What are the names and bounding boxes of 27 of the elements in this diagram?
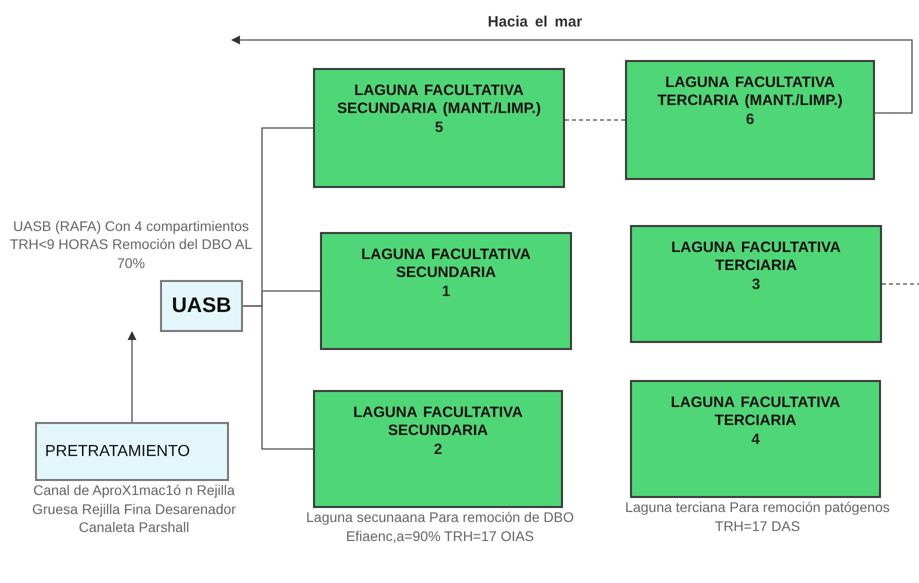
description-note: Laguna terciana Para remoción patógenos TRH=17 DAS [624, 498, 891, 535]
node-title: LAGUNA FACULTATIVA SECUNDARIA [352, 404, 524, 440]
lagoon-number: 5 [434, 118, 444, 138]
lagoon-box [625, 60, 875, 180]
description-note: UASB (RAFA) Con 4 compartimientos TRH<9 HORAS Remoción del DBO AL 70% [8, 216, 254, 272]
connector-line [127, 331, 137, 422]
node-title: UASB [172, 295, 232, 317]
lagoon-number: 1 [442, 282, 450, 302]
node-title: LAGUNA FACULTATIVA TERCIARIA (MANT./LIMP.) [656, 74, 844, 110]
lagoon-number: 4 [751, 430, 760, 450]
connector-line [231, 35, 913, 114]
node-title: LAGUNA FACULTATIVA SECUNDARIA (MANT./LIMP.) [336, 82, 542, 118]
lagoon-number: 6 [746, 110, 754, 130]
connector-line [882, 283, 919, 285]
lagoon-box [630, 225, 882, 343]
lagoon-number: 3 [752, 275, 760, 295]
connector-line [565, 119, 625, 121]
node-title: LAGUNA FACULTATIVA TERCIARIA [670, 394, 842, 430]
connector-line [243, 305, 313, 450]
lagoon-box [320, 232, 572, 350]
node-title: LAGUNA FACULTATIVA SECUNDARIA [360, 246, 532, 282]
description-note: Canal de AproX1mac1ó n Rejilla Gruesa Rejilla Fina Desarenador Canaleta Parshall [31, 481, 237, 536]
description-note: Laguna secunaana Para remoción de DBO Efiaenc,a=90% TRH=17 OIAS [305, 508, 575, 545]
node-title: PRETRATAMIENTO [45, 442, 190, 462]
lagoon-number: 2 [434, 440, 442, 460]
lagoon-box [313, 68, 565, 188]
node-title: LAGUNA FACULTATIVA TERCIARIA [670, 239, 842, 275]
